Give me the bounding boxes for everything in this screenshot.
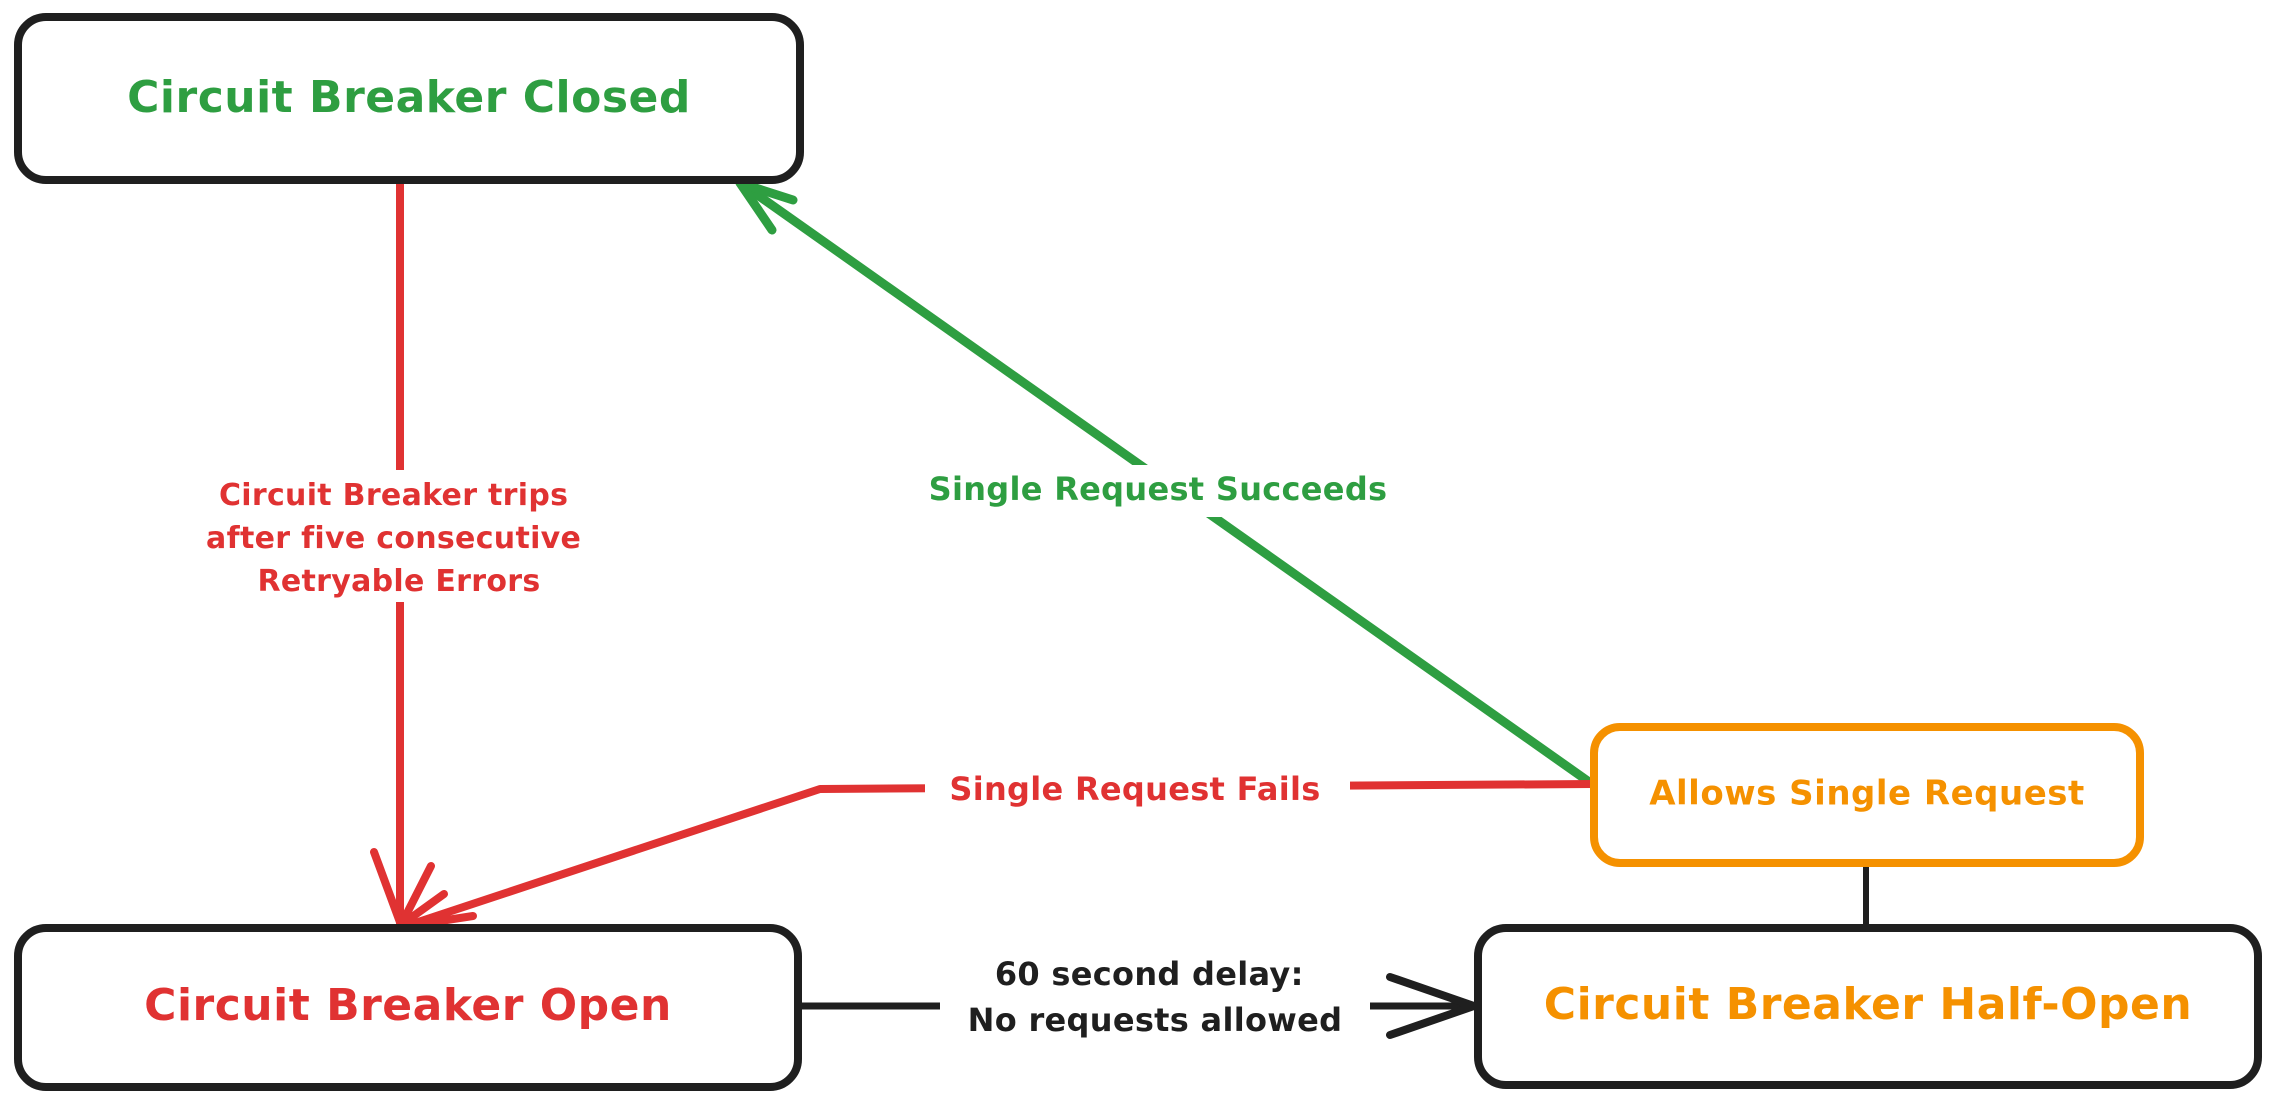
- edge-label-line-2: after five consecutive: [206, 521, 581, 556]
- node-allows-single-request-box[interactable]: [1590, 723, 2144, 867]
- node-circuit-breaker-half-open-label: Circuit Breaker Half-Open: [1544, 979, 2192, 1030]
- edge-label-closed-to-open: Circuit Breaker trips after five consecu…: [175, 470, 625, 602]
- edge-label-line-3: Retryable Errors: [257, 564, 540, 599]
- node-circuit-breaker-closed-label: Circuit Breaker Closed: [127, 72, 691, 123]
- node-circuit-breaker-half-open[interactable]: Circuit Breaker Half-Open: [1474, 924, 2262, 1089]
- node-circuit-breaker-closed-box[interactable]: [14, 13, 804, 184]
- edge-label-closed-to-open-bg: [175, 470, 625, 602]
- node-circuit-breaker-open-label: Circuit Breaker Open: [144, 980, 672, 1031]
- node-allows-single-request-label: Allows Single Request: [1649, 774, 2085, 814]
- edge-label-open-to-half-open-text: 60 second delay: No requests allowed: [968, 955, 1343, 1039]
- node-allows-single-request[interactable]: Allows Single Request: [1590, 723, 2144, 867]
- edge-label-line-1: 60 second delay:: [995, 955, 1304, 993]
- edge-label-allows-to-closed: Single Request Succeeds: [910, 465, 1410, 517]
- node-circuit-breaker-closed[interactable]: Circuit Breaker Closed: [14, 13, 804, 184]
- edge-label-allows-to-open: Single Request Fails: [925, 765, 1350, 815]
- node-circuit-breaker-half-open-box[interactable]: [1474, 924, 2262, 1089]
- edge-label-line-1: Circuit Breaker trips: [219, 478, 568, 513]
- edge-label-open-to-half-open: 60 second delay: No requests allowed: [940, 948, 1370, 1046]
- edge-label-open-to-half-open-bg: [940, 948, 1370, 1046]
- edge-label-allows-to-closed-bg: [910, 465, 1410, 517]
- node-circuit-breaker-open[interactable]: Circuit Breaker Open: [14, 924, 802, 1091]
- edge-label-allows-to-open-bg: [925, 765, 1350, 815]
- edge-label-line-2: No requests allowed: [968, 1001, 1343, 1039]
- edge-label-allows-to-closed-text: Single Request Succeeds: [929, 470, 1388, 508]
- edge-allows-to-closed-arrowhead: [735, 178, 798, 235]
- edge-closed-to-open-arrowhead: [370, 848, 448, 929]
- edge-label-allows-to-open-text: Single Request Fails: [949, 770, 1320, 808]
- node-circuit-breaker-open-box[interactable]: [14, 924, 802, 1091]
- edge-label-closed-to-open-text: Circuit Breaker trips after five consecu…: [206, 478, 592, 599]
